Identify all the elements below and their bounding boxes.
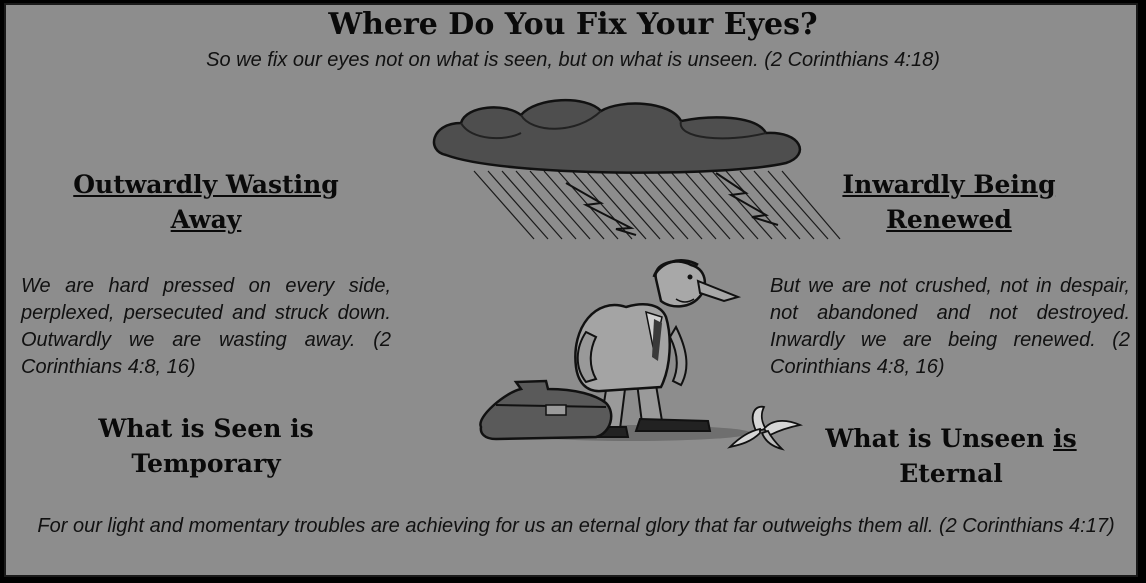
- right-sub-heading-emphasis: is: [1053, 424, 1077, 453]
- right-sub-heading-line1: What is Unseen is: [796, 421, 1106, 456]
- footer-verse: For our light and momentary troubles are…: [37, 515, 1115, 537]
- right-heading-line1: Inwardly Being: [842, 170, 1056, 199]
- left-sub-heading-line1: What is Seen is: [98, 414, 314, 443]
- banana-peel-icon: [727, 405, 804, 451]
- right-sub-heading-line2: Eternal: [899, 459, 1003, 488]
- storm-cloud-icon: [432, 99, 841, 240]
- right-sub-heading-part1: What is Unseen: [825, 424, 1054, 453]
- left-heading: Outwardly Wasting Away: [46, 167, 366, 237]
- slide: Where Do You Fix Your Eyes? So we fix ou…: [4, 3, 1138, 577]
- subtitle-verse: So we fix our eyes not on what is seen, …: [206, 49, 940, 71]
- left-heading-line1: Outwardly Wasting: [73, 170, 339, 199]
- page-title: Where Do You Fix Your Eyes?: [328, 7, 818, 42]
- right-sub-heading: What is Unseen is Eternal: [796, 421, 1106, 491]
- left-heading-line2: Away: [170, 205, 242, 234]
- left-sub-heading-line2: Temporary: [131, 449, 281, 478]
- right-heading: Inwardly Being Renewed: [794, 167, 1104, 237]
- right-body-verse: But we are not crushed, not in despair, …: [770, 275, 1130, 378]
- right-heading-line2: Renewed: [886, 205, 1012, 234]
- left-body-verse: We are hard pressed on every side, perpl…: [21, 275, 391, 378]
- sad-man-with-briefcase-icon: [479, 259, 751, 441]
- left-sub-heading: What is Seen is Temporary: [46, 411, 366, 481]
